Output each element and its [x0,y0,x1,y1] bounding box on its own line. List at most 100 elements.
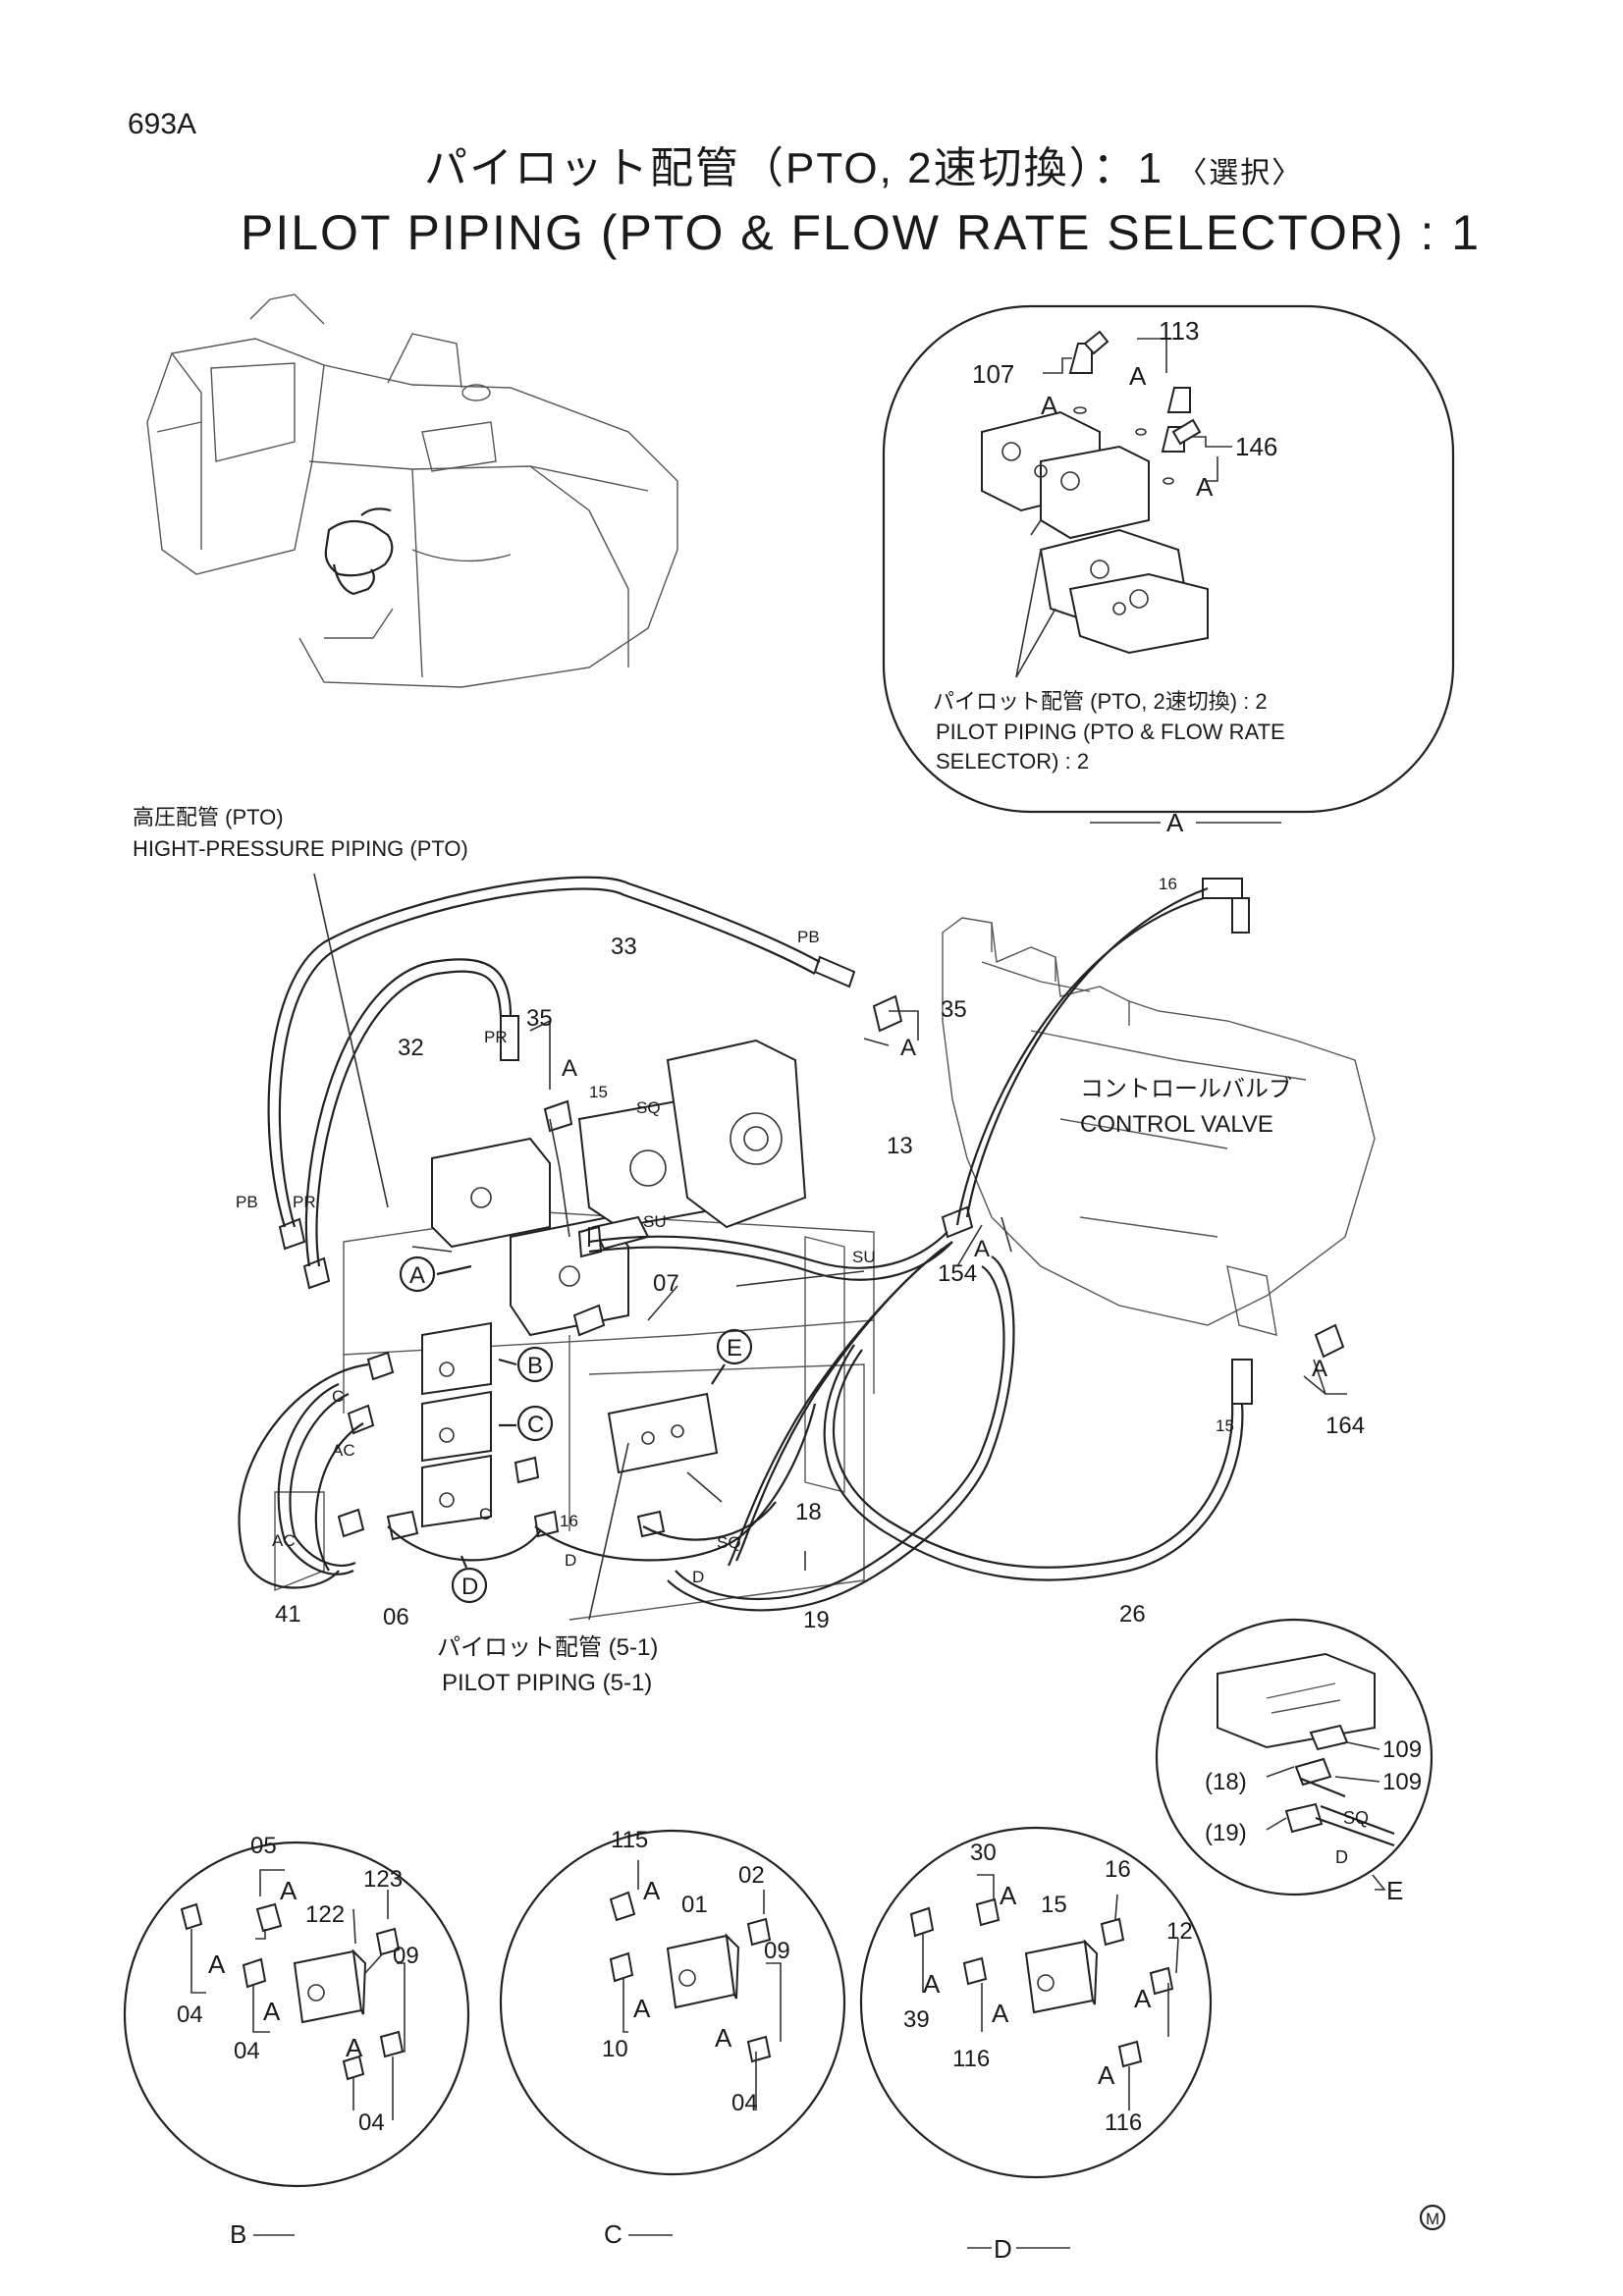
view-marker-c: C [527,1412,544,1438]
port-ac-bottom: AC [272,1531,296,1550]
control-valve-label-en: CONTROL VALVE [1080,1111,1273,1138]
callout-16-lower: 16 [560,1512,578,1530]
callout-d-16: 16 [1105,1856,1131,1883]
callout-e-19: (19) [1205,1820,1247,1846]
callout-15-right: 15 [1216,1416,1234,1435]
callout-154: 154 [938,1260,977,1287]
port-su-right: SU [852,1248,876,1266]
detail-view-d: 30 16 15 12 39 116 116 A A A A A D [859,1826,1213,2264]
view-marker-d: D [461,1574,478,1600]
hp-piping-label-jp: 高圧配管 (PTO) [133,805,284,829]
callout-15-upper: 15 [589,1083,608,1101]
view-markers: A B C D E [399,1255,753,1604]
callout-c-02: 02 [738,1862,765,1889]
callout-164: 164 [1325,1413,1365,1439]
callout-113: 113 [1159,316,1199,346]
detail-view-e: 109 109 (18) (19) SQ D E [1155,1618,1434,1905]
view-marker-b: B [527,1353,543,1379]
seal-a-upper: A [562,1055,577,1082]
callout-e-18: (18) [1205,1769,1247,1795]
callout-e-109a: 109 [1382,1736,1422,1763]
detail-a-note-en1: PILOT PIPING (PTO & FLOW RATE [936,720,1285,744]
callout-e-109b: 109 [1382,1769,1422,1795]
port-d-right: D [692,1568,704,1586]
seal-d-3: A [992,1999,1009,2028]
title-japanese-suffix: 〈選択〉 [1177,157,1304,189]
detail-a-note-jp: パイロット配管 (PTO, 2速切換) : 2 [933,689,1268,714]
detail-e-letter: E [1386,1876,1403,1905]
port-pb-left: PB [236,1193,258,1211]
callout-b-05: 05 [250,1833,277,1859]
hp-piping-label-en: HIGHT-PRESSURE PIPING (PTO) [133,836,468,861]
callout-146: 146 [1235,432,1277,461]
callout-c-09: 09 [764,1938,790,1964]
port-su-left: SU [643,1212,667,1231]
detail-view-c: 115 02 01 09 10 04 A A A C [499,1827,846,2249]
seal-d-4: A [1134,1984,1152,2013]
callout-e-sq: SQ [1343,1808,1369,1828]
svg-text:M: M [1426,2210,1439,2228]
detail-a-letter: A [1166,808,1184,837]
port-pb-top: PB [797,928,820,946]
callout-b-04a: 04 [177,2002,203,2028]
port-sq-lower: SQ [717,1533,741,1552]
seal-a-valve: A [974,1236,990,1262]
seal-d-2: A [923,1969,941,1999]
callout-b-09: 09 [393,1943,419,1969]
title-japanese-main: パイロット配管（PTO, 2速切換）：1 [424,144,1164,192]
callout-b-122: 122 [305,1901,345,1928]
callout-c-115: 115 [611,1827,648,1853]
port-pr-top: PR [484,1028,508,1046]
control-valve-label-jp: コントロールバルブ [1080,1076,1292,1102]
seal-b-1: A [280,1876,298,1905]
callout-c-10: 10 [602,2036,628,2062]
callout-35-left: 35 [526,1005,553,1032]
callout-18: 18 [795,1499,822,1525]
seal-d-5: A [1098,2060,1115,2090]
seal-b-2: A [208,1949,226,1979]
manufacturer-mark: M [1419,2204,1446,2231]
callout-26: 26 [1119,1601,1146,1628]
excavator-location-sketch [146,294,678,688]
detail-c-letter: C [604,2219,622,2249]
callout-32: 32 [398,1035,424,1061]
seal-a-2: A [1129,361,1147,391]
callout-b-04c: 04 [358,2109,385,2136]
seal-a-3: A [1196,472,1214,502]
port-c-left: C [332,1387,344,1406]
callout-c-04: 04 [731,2090,758,2116]
seal-c-2: A [633,1994,651,2023]
callout-d-39: 39 [903,2006,930,2033]
pilot-piping-51-jp: パイロット配管 (5-1) [437,1634,658,1661]
detail-view-a: 107 113 146 A A A パイロット配管 (PTO, 2速切換) : … [882,304,1455,837]
callout-d-12: 12 [1166,1918,1193,1945]
callout-07: 07 [653,1270,679,1297]
port-c-bottom: C [479,1505,491,1523]
callout-d-30: 30 [970,1840,997,1866]
seal-a-1: A [1041,391,1058,420]
callout-b-04b: 04 [234,2038,260,2064]
callout-16-top: 16 [1159,875,1177,893]
title-english: PILOT PIPING (PTO & FLOW RATE SELECTOR) … [241,205,1482,260]
seal-c-1: A [643,1876,661,1905]
callout-d-116b: 116 [1105,2109,1142,2136]
callout-e-d: D [1335,1847,1348,1867]
port-pr-left: PR [293,1193,316,1211]
seal-d-1: A [1000,1881,1017,1910]
detail-d-letter: D [994,2234,1012,2264]
port-sq-upper: SQ [636,1098,661,1117]
seal-a-right: A [900,1035,916,1061]
seal-c-3: A [715,2023,732,2053]
callout-b-123: 123 [363,1866,403,1893]
title-japanese: パイロット配管（PTO, 2速切換）：1 〈選択〉 [424,147,1303,190]
page-number: 693A [128,108,197,140]
port-labels: 16 15 15 16 PB PR PB PR SQ SU SU C AC AC… [236,875,1234,1586]
pilot-piping-51-en: PILOT PIPING (5-1) [442,1670,652,1696]
callout-d-15: 15 [1041,1892,1067,1918]
callout-d-116a: 116 [952,2046,990,2072]
callout-35-right: 35 [941,996,967,1023]
seal-b-3: A [263,1997,281,2026]
callout-13: 13 [887,1133,913,1159]
callout-107: 107 [972,359,1014,389]
